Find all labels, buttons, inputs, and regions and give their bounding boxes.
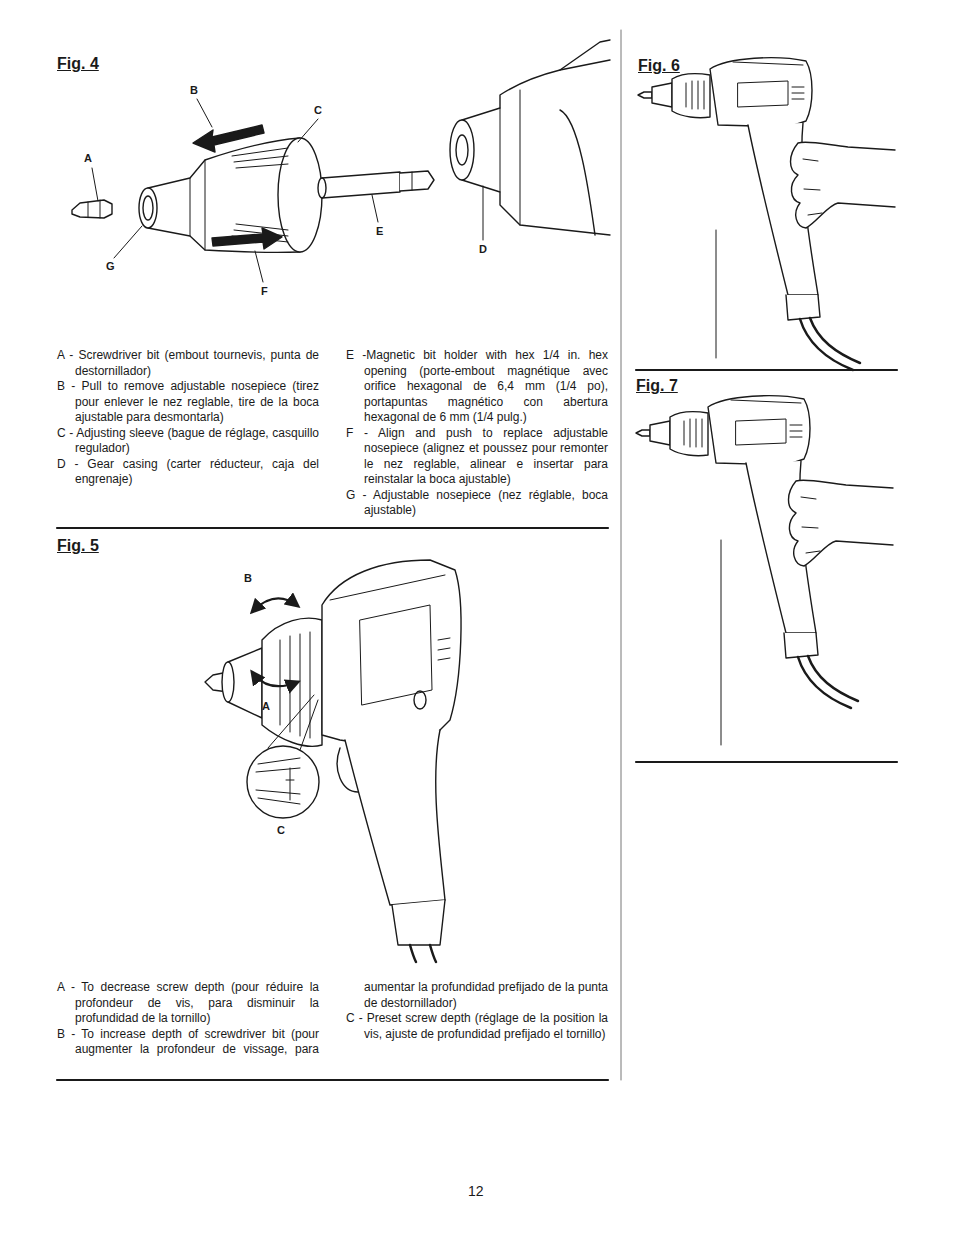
part-description: B - Pull to remove adjustable nosepiece … [57, 379, 319, 426]
page-rules [57, 30, 897, 1080]
figure-title: Fig. 7 [636, 377, 678, 395]
fig5-legend: A - To decrease screw depth (pour réduir… [57, 980, 608, 1058]
page-rules [621, 30, 622, 1080]
fig5-drill [322, 560, 461, 744]
leader-line [298, 119, 318, 142]
fig4-exploded-view [139, 188, 157, 228]
leader-line [197, 99, 212, 127]
fig4-exploded-view [322, 172, 400, 198]
fig4-exploded-view [148, 138, 300, 188]
part-description: E -Magnetic bit holder with hex 1/4 in. … [346, 348, 608, 426]
fig4-exploded-view [400, 171, 434, 191]
fig4-exploded-view [232, 148, 288, 242]
fig5-drill [205, 560, 461, 962]
figure-title: Fig. 6 [638, 57, 680, 75]
fig7-drill-in-use [636, 396, 893, 708]
fig5-drill [337, 748, 358, 792]
fig4-exploded-view [318, 178, 326, 198]
leader-line [372, 195, 378, 222]
fig4-exploded-view [193, 125, 264, 152]
fig4-exploded-view [462, 60, 610, 120]
callout-letter: B [190, 84, 198, 96]
fig6-drill-in-use [716, 230, 717, 358]
leader-line [92, 99, 483, 282]
fig4-exploded-view [190, 160, 205, 250]
fig4-exploded-view [143, 196, 153, 220]
callout-letter: G [106, 260, 115, 272]
figure-title: Fig. 4 [57, 55, 99, 73]
fig4-exploded-view [72, 200, 112, 218]
page-rules [57, 527, 608, 529]
fig4-exploded-view [88, 200, 100, 218]
leader-line [92, 168, 98, 201]
part-description: F - Align and push to replace adjustable… [346, 426, 608, 488]
fig5-drill [330, 575, 450, 705]
fig4-exploded-view [450, 120, 474, 180]
part-description: C - Preset screw depth (réglage de la po… [346, 1011, 608, 1042]
callout-letter: C [314, 104, 322, 116]
fig5-drill [222, 662, 234, 702]
fig5-drill [247, 746, 319, 818]
fig4-exploded-view [560, 40, 610, 235]
fig5-drill [262, 618, 322, 746]
callout-letter: E [376, 225, 383, 237]
fig4-exploded-view [500, 90, 520, 225]
part-description: A - Screwdriver bit (embout tournevis, p… [57, 348, 319, 379]
callout-letter: B [244, 572, 252, 584]
part-description: D - Gear casing (carter réducteur, caja … [57, 457, 319, 488]
fig4-exploded-view [148, 228, 300, 252]
fig6-drill-in-use [638, 58, 895, 370]
fig4-exploded-view [278, 138, 322, 252]
page-number: 12 [468, 1184, 484, 1199]
fig5-drill [256, 758, 300, 804]
page-rules [57, 1079, 608, 1081]
fig4-exploded-view [212, 228, 282, 249]
callout-letter: C [277, 824, 285, 836]
callout-letter: F [261, 285, 268, 297]
part-description: C - Adjusting sleeve (bague de réglage, … [57, 426, 319, 457]
fig5-drill [345, 730, 445, 905]
fig7-drill-in-use [636, 396, 893, 745]
page-rules [636, 369, 897, 371]
callout-letter: A [262, 700, 270, 712]
fig4-legend: A - Screwdriver bit (embout tournevis, p… [57, 348, 608, 519]
fig5-drill [410, 945, 436, 962]
fig4-exploded-view [412, 172, 413, 190]
leader-line [483, 186, 484, 240]
fig6-drill-in-use [638, 58, 895, 370]
fig5-drill [392, 900, 445, 945]
part-description: G - Adjustable nosepiece (nez réglable, … [346, 488, 608, 519]
leader-line [255, 251, 263, 282]
part-description: A - To decrease screw depth (pour réduir… [57, 980, 319, 1027]
callout-letter: D [479, 243, 487, 255]
fig4-exploded-view [456, 135, 468, 165]
fig5-drill [414, 691, 426, 709]
leader-line [114, 226, 142, 258]
fig5-drill [268, 695, 314, 748]
figure-title: Fig. 5 [57, 537, 99, 555]
callout-letter: A [84, 152, 92, 164]
fig5-drill [252, 598, 298, 612]
fig5-drill [252, 672, 298, 686]
fig4-exploded-view [72, 40, 610, 282]
page-rules [636, 761, 897, 763]
fig7-drill-in-use [721, 540, 722, 745]
